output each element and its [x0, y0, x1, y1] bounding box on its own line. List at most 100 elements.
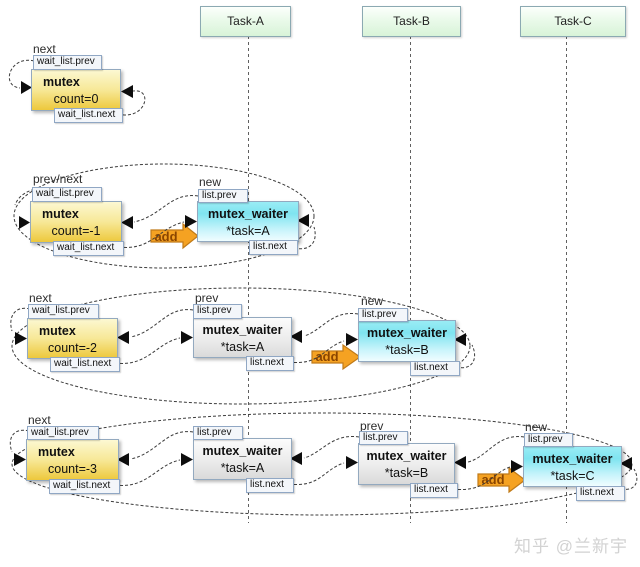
- add-arrow-label: add: [481, 472, 504, 487]
- task-header-a: Task-A: [200, 6, 291, 37]
- waiter-title: mutex_waiter: [202, 444, 283, 458]
- row4-curve-aprev-to-mutex: [130, 431, 194, 460]
- arrowhead-icon: [21, 81, 32, 94]
- arrowhead-icon: [181, 453, 193, 466]
- row4-ring-connector-right: [620, 468, 638, 490]
- row3-ring-connector-left: [10, 307, 31, 332]
- wait-list-prev-tab: wait_list.prev: [33, 55, 102, 70]
- arrowhead-icon: [14, 453, 26, 466]
- row4-curve-cprev-to-b: [467, 436, 525, 463]
- arrowhead-icon: [346, 456, 358, 469]
- pointer-label: next: [29, 291, 52, 305]
- mutex-box: mutex count=0: [31, 69, 121, 111]
- waiter-task: *task=B: [385, 343, 429, 357]
- waiter-task: *task=A: [220, 340, 265, 354]
- mutex-waiter-box: mutex_waiter *task=A: [197, 201, 299, 242]
- row3-curve-mutexnext-to-a: [114, 337, 181, 364]
- arrowhead-icon: [620, 457, 632, 470]
- list-prev-tab: list.prev: [359, 431, 408, 445]
- mutex-title: mutex: [38, 445, 75, 459]
- row4-curve-anext-to-b: [288, 462, 345, 486]
- add-arrow-label: add: [315, 349, 338, 364]
- row3-curve-anext-to-b: [288, 340, 345, 364]
- arrowhead-icon: [290, 330, 302, 343]
- mutex-count: count=0: [53, 92, 99, 106]
- waiter-title: mutex_waiter: [366, 449, 447, 463]
- wait-list-next-tab: wait_list.next: [50, 357, 120, 372]
- waiter-title: mutex_waiter: [532, 452, 613, 466]
- row4-curve-bnext-to-c: [452, 466, 511, 490]
- add-arrow-label: add: [154, 229, 177, 244]
- list-prev-tab: list.prev: [198, 189, 248, 203]
- row2-list-ring: [13, 163, 315, 269]
- task-header-b: Task-B: [362, 6, 461, 37]
- add-arrow: add: [477, 466, 526, 494]
- waiter-title: mutex_waiter: [208, 207, 288, 221]
- row1-next-self-loop: [117, 90, 146, 116]
- arrowhead-icon: [121, 216, 133, 229]
- waiter-task: *task=B: [384, 466, 429, 480]
- list-next-tab: list.next: [410, 483, 458, 498]
- zhihu-watermark: 知乎 @兰新宇: [514, 537, 628, 556]
- arrowhead-icon: [19, 216, 30, 229]
- row2-prev-pointer-curve: [133, 195, 199, 223]
- mutex-box: mutex count=-2: [27, 318, 118, 359]
- mutex-title: mutex: [43, 75, 80, 89]
- waiter-task: *task=C: [550, 469, 595, 483]
- arrowhead-icon: [297, 214, 309, 227]
- row3-curve-aprev-to-mutex: [130, 309, 194, 338]
- mutex-waiter-box: mutex_waiter *task=A: [193, 438, 292, 480]
- arrowhead-icon: [454, 456, 466, 469]
- pointer-label: new: [361, 294, 384, 308]
- list-next-tab: list.next: [410, 361, 460, 376]
- mutex-title: mutex: [39, 324, 76, 338]
- row3-curve-bprev-to-a: [303, 313, 359, 337]
- task-label: Task-C: [554, 14, 592, 28]
- wait-list-next-tab: wait_list.next: [49, 479, 120, 494]
- mutex-count: count=-1: [51, 224, 101, 238]
- pointer-label: new: [525, 420, 548, 434]
- mutex-count: count=-2: [48, 341, 97, 355]
- list-next-tab: list.next: [576, 486, 625, 501]
- wait-list-prev-tab: wait_list.prev: [32, 187, 102, 202]
- row4-curve-bprev-to-a: [303, 436, 360, 459]
- waiter-task: *task=A: [226, 224, 270, 238]
- arrowhead-icon: [290, 452, 302, 465]
- waiter-task: *task=A: [220, 461, 265, 475]
- arrowhead-icon: [346, 333, 358, 346]
- pointer-label: next: [28, 413, 51, 427]
- task-label: Task-A: [227, 14, 264, 28]
- row4-curve-mutexnext-to-a: [114, 459, 181, 486]
- arrowhead-icon: [185, 215, 197, 228]
- pointer-label: prev/next: [33, 172, 83, 186]
- wait-list-next-tab: wait_list.next: [54, 108, 123, 123]
- row4-ring-connector-left: [9, 429, 30, 453]
- pointer-label: new: [199, 175, 222, 189]
- row3-list-ring: [11, 287, 471, 405]
- list-next-tab: list.next: [246, 356, 294, 371]
- mutex-waiter-box: mutex_waiter *task=B: [358, 320, 456, 362]
- arrowhead-icon: [121, 85, 133, 98]
- arrowhead-icon: [117, 453, 129, 466]
- mutex-title: mutex: [42, 207, 79, 221]
- waiter-title: mutex_waiter: [367, 326, 447, 340]
- row1-prev-self-loop: [8, 59, 35, 89]
- pointer-label: prev: [360, 419, 384, 433]
- add-arrow: add: [150, 222, 199, 250]
- wait-list-next-tab: wait_list.next: [53, 241, 124, 256]
- add-arrow: add: [311, 343, 362, 371]
- list-next-tab: list.next: [246, 478, 294, 493]
- mutex-box: mutex count=-1: [30, 201, 122, 243]
- mutex-waiter-box: mutex_waiter *task=C: [523, 446, 622, 487]
- wait-list-prev-tab: wait_list.prev: [27, 426, 99, 440]
- arrowhead-icon: [454, 333, 466, 346]
- list-prev-tab: list.prev: [193, 426, 243, 440]
- arrowhead-icon: [511, 460, 523, 473]
- arrowhead-icon: [181, 331, 193, 344]
- mutex-count: count=-3: [48, 462, 97, 476]
- pointer-label: prev: [195, 291, 219, 305]
- task-label: Task-B: [393, 14, 430, 28]
- wait-list-prev-tab: wait_list.prev: [28, 304, 99, 319]
- list-prev-tab: list.prev: [358, 308, 408, 322]
